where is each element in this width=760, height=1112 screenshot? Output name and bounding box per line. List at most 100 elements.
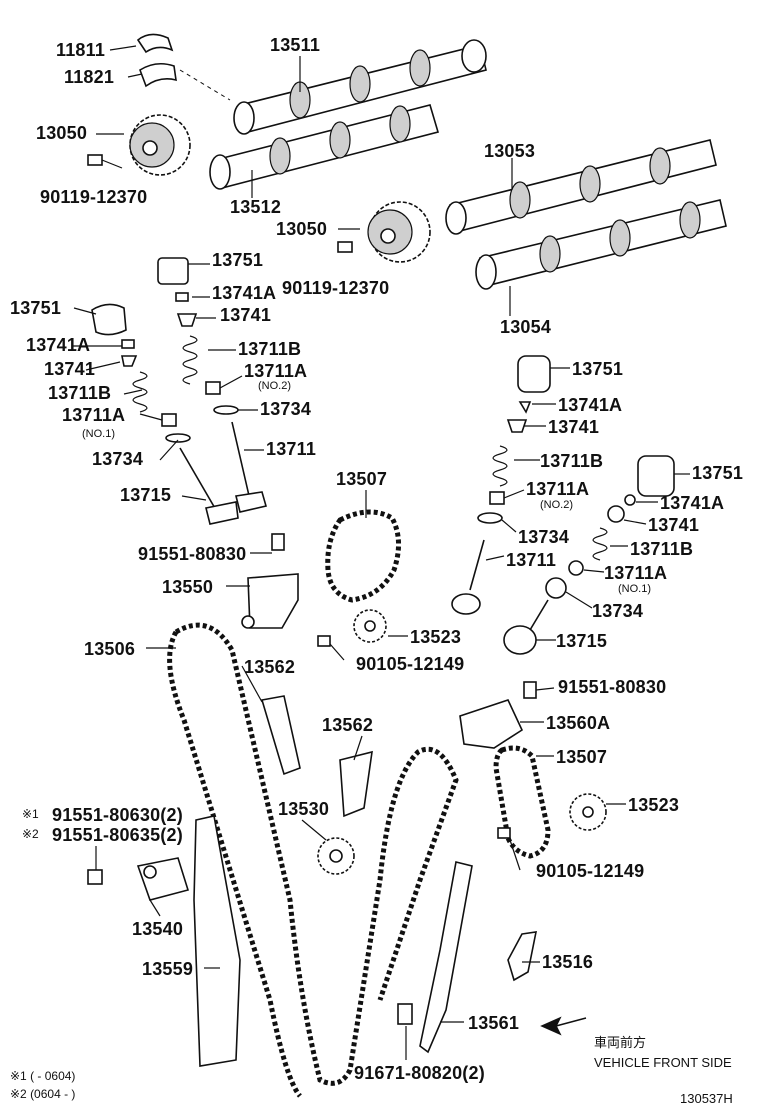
part-label-13715-left: 13715 [120, 485, 172, 505]
camshaft-13053 [445, 139, 717, 235]
part-label-13562-upper: 13562 [244, 657, 296, 677]
sprocket-13523-lower [569, 793, 607, 831]
camshaft-13512 [209, 104, 440, 190]
part-label-13540: 13540 [132, 919, 184, 939]
part-label-13741-right-b: 13741 [648, 515, 700, 535]
part-label-13751-left: 13751 [10, 298, 62, 318]
valve-stack-left [91, 303, 239, 525]
part-sublabel-no1-right: (NO.1) [618, 583, 651, 595]
part-label-13053: 13053 [484, 141, 536, 161]
chain-guide-13562-upper [260, 695, 301, 776]
part-label-13734-right-a: 13734 [518, 527, 570, 547]
bolt-left [87, 154, 123, 169]
part-label-13734-right-b: 13734 [592, 601, 644, 621]
part-label-13511: 13511 [270, 35, 321, 55]
part-label-13054: 13054 [500, 317, 552, 337]
part-label-13734-left: 13734 [92, 449, 144, 469]
vvt-sprocket-left [129, 114, 191, 176]
chain-guide-13562-lower [339, 750, 373, 818]
secondary-chain-left [325, 509, 401, 603]
front-arrow-icon [540, 1016, 587, 1036]
part-label-13711-center: 13711 [266, 439, 317, 459]
part-label-13561: 13561 [468, 1013, 520, 1033]
camshaft-13511 [233, 39, 487, 135]
part-label-13741-left: 13741 [44, 359, 96, 379]
sprocket-13523-upper [353, 609, 387, 643]
part-label-13550: 13550 [162, 577, 214, 597]
part-label-91551-80635: 91551-80635(2) [52, 825, 183, 845]
part-label-11821: 11821 [64, 67, 115, 87]
part-label-13741A-left: 13741A [26, 335, 91, 355]
part-label-13741A-right-a: 13741A [558, 395, 623, 415]
part-label-13711B-center: 13711B [238, 339, 302, 359]
part-label-13507-lower: 13507 [556, 747, 608, 767]
front-label-jp: 車両前方 [594, 1035, 647, 1050]
part-label-13741A-center: 13741A [212, 283, 277, 303]
part-label-13711A-right-b: 13711A [604, 563, 668, 583]
part-sublabel-no2-right: (NO.2) [540, 499, 573, 511]
part-label-91551-80830-right: 91551-80830 [558, 677, 667, 697]
main-timing-chain [167, 622, 459, 1098]
part-label-13741A-right-b: 13741A [660, 493, 725, 513]
part-label-13734-center: 13734 [260, 399, 312, 419]
part-label-13711B-right-b: 13711B [630, 539, 694, 559]
part-sublabel-no2-center: (NO.2) [258, 380, 291, 392]
part-label-13560A: 13560A [546, 713, 611, 733]
vvt-sprocket-right [367, 201, 431, 263]
footnote-1: ※1 ( - 0604) [10, 1069, 76, 1083]
secondary-chain-right [493, 745, 551, 859]
part-label-13711A-left: 13711A [62, 405, 126, 425]
part-label-13751-center: 13751 [212, 250, 264, 270]
footnote-2: ※2 (0604 - ) [10, 1087, 76, 1101]
part-label-13559: 13559 [142, 959, 194, 979]
part-label-13751-right-b: 13751 [692, 463, 744, 483]
valve-stack-right-a [451, 355, 551, 615]
part-label-13711B-right-a: 13711B [540, 451, 604, 471]
part-sublabel-no1-left: (NO.1) [82, 428, 115, 440]
part-label-13711-right: 13711 [506, 550, 557, 570]
tensioner-13550 [241, 573, 299, 629]
part-label-13715-right: 13715 [556, 631, 608, 651]
leader-lines [72, 45, 690, 1060]
part-label-13507-upper: 13507 [336, 469, 388, 489]
camshaft-13054 [475, 199, 727, 290]
note-mark-1: ※1 [22, 807, 39, 821]
tensioner-13540 [136, 857, 190, 901]
valve-stack-center [157, 257, 268, 513]
part-label-13751-right-a: 13751 [572, 359, 624, 379]
bearing-half-upper [136, 33, 174, 54]
valve-stack-right-b [503, 455, 675, 655]
slipper-13559 [193, 815, 241, 1067]
part-label-91551-80830-left: 91551-80830 [138, 544, 247, 564]
part-label-13512: 13512 [230, 197, 282, 217]
front-label-en: VEHICLE FRONT SIDE [594, 1055, 732, 1070]
part-label-13711A-right-a: 13711A [526, 479, 590, 499]
part-label-13523-lower: 13523 [628, 795, 680, 815]
guide-13561 [419, 861, 473, 1054]
part-label-13050-right: 13050 [276, 219, 328, 239]
part-label-13050-left: 13050 [36, 123, 88, 143]
part-label-13711A-center: 13711A [244, 361, 308, 381]
illustration-id: 130537H [680, 1091, 733, 1106]
part-label-13516: 13516 [542, 952, 594, 972]
part-label-13741-center: 13741 [220, 305, 272, 325]
part-label-13530: 13530 [278, 799, 330, 819]
bearing-half-lower [139, 62, 177, 88]
part-label-90119-right: 90119-12370 [282, 278, 390, 298]
small-bolts [87, 533, 537, 1025]
nozzle-13516 [507, 931, 538, 982]
bolt-right [337, 241, 353, 253]
part-label-13741-right-a: 13741 [548, 417, 600, 437]
part-label-13562-lower: 13562 [322, 715, 374, 735]
part-label-91671-80820: 91671-80820(2) [354, 1063, 485, 1083]
part-label-11811: 11811 [56, 40, 106, 60]
part-label-13711B-left: 13711B [48, 383, 112, 403]
crank-sprocket-13530 [317, 837, 355, 875]
part-label-13506: 13506 [84, 639, 136, 659]
part-label-90105-upper: 90105-12149 [356, 654, 465, 674]
part-label-13523-upper: 13523 [410, 627, 462, 647]
note-mark-2: ※2 [22, 827, 39, 841]
part-label-90105-lower: 90105-12149 [536, 861, 645, 881]
